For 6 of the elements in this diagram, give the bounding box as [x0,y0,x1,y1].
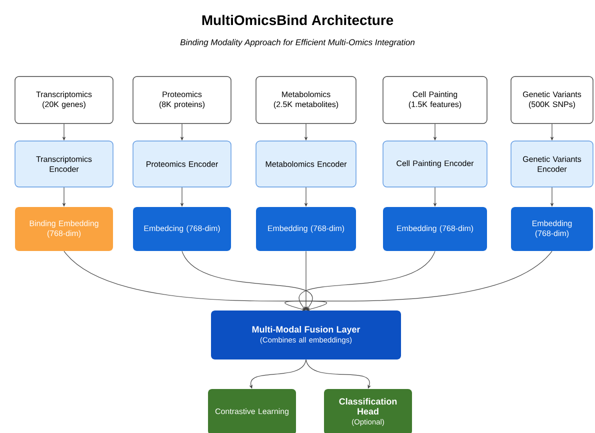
arrow [64,250,326,311]
subtitle: Binding Modality Approach for Efficient Multi-Omics Integration [180,39,415,47]
arrow [285,250,552,311]
title: MultiOmicsBind Architecture [202,14,394,26]
arrow [298,250,436,310]
arrow [182,250,313,310]
